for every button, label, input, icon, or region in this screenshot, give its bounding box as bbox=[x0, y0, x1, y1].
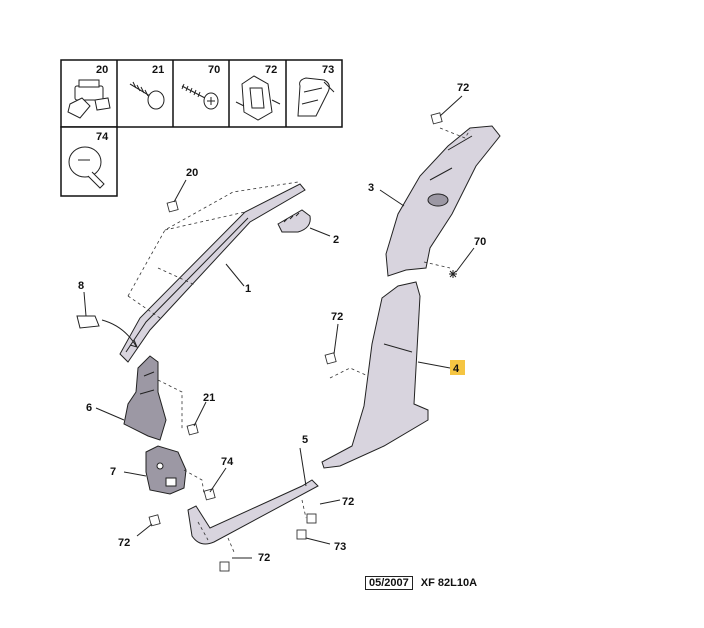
plug-74-icon bbox=[68, 146, 105, 189]
part-4-lower-b-pillar bbox=[321, 281, 429, 469]
callout-labels: 20 2 1 8 6 21 7 74 72 72 5 72 73 72 3 70… bbox=[78, 82, 486, 564]
leader-lines bbox=[83, 95, 475, 559]
clip-73-icon bbox=[297, 77, 335, 117]
screw-70-icon bbox=[181, 83, 219, 110]
callout-21: 21 bbox=[203, 392, 215, 404]
screw-21-icon bbox=[129, 81, 165, 110]
callout-7: 7 bbox=[110, 466, 116, 478]
callout-6: 6 bbox=[86, 402, 92, 414]
callout-72-sill: 72 bbox=[342, 496, 354, 508]
part-3-upper-b-pillar bbox=[385, 125, 501, 277]
part-70-screw-marker bbox=[449, 270, 457, 278]
part-2-cover-cap bbox=[277, 209, 311, 233]
part-7-lower-trim bbox=[145, 445, 205, 495]
legend-number-74: 74 bbox=[96, 131, 109, 143]
legend-number-21: 21 bbox=[152, 64, 164, 76]
callout-4: 4 bbox=[453, 363, 460, 375]
part-6-lower-trim bbox=[123, 355, 183, 441]
callout-4-highlight bbox=[450, 360, 465, 375]
clip-20-icon bbox=[67, 79, 111, 119]
callout-20: 20 bbox=[186, 167, 198, 179]
callout-72-left: 72 bbox=[118, 537, 130, 549]
callout-73: 73 bbox=[334, 541, 346, 553]
part-1-a-pillar-trim bbox=[119, 181, 306, 363]
callout-5: 5 bbox=[302, 434, 308, 446]
callout-72-mid: 72 bbox=[331, 311, 343, 323]
callout-1: 1 bbox=[245, 283, 251, 295]
part-8-pad bbox=[76, 315, 138, 348]
drawing-reference: 05/2007 XF 82L10A bbox=[365, 576, 477, 590]
callout-72-bottom: 72 bbox=[258, 552, 270, 564]
clip-72-icon bbox=[235, 75, 281, 121]
callout-74: 74 bbox=[221, 456, 234, 468]
callout-8: 8 bbox=[78, 280, 84, 292]
legend-number-70: 70 bbox=[208, 64, 220, 76]
legend-number-20: 20 bbox=[96, 64, 108, 76]
fastener-markers bbox=[148, 112, 443, 572]
callout-72-top: 72 bbox=[457, 82, 469, 94]
part-5-sill-trim bbox=[187, 447, 319, 553]
drawing-code: XF 82L10A bbox=[420, 577, 478, 589]
drawing-date: 05/2007 bbox=[365, 576, 413, 590]
legend-number-72: 72 bbox=[265, 64, 277, 76]
callout-3: 3 bbox=[368, 182, 374, 194]
fastener-legend: 20 21 70 72 73 74 bbox=[60, 59, 343, 197]
legend-number-73: 73 bbox=[322, 64, 334, 76]
callout-2: 2 bbox=[333, 234, 339, 246]
callout-70: 70 bbox=[474, 236, 486, 248]
